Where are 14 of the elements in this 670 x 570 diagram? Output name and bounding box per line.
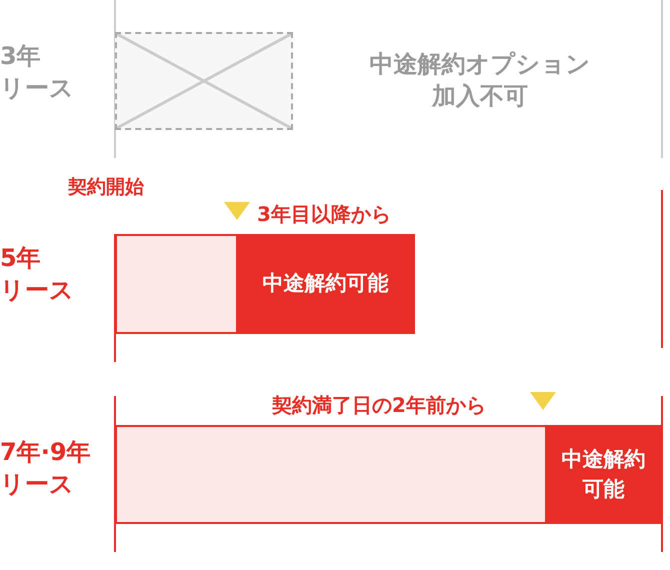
period-bar <box>236 234 415 334</box>
placeholder-box <box>115 32 293 130</box>
note-text: 中途解約オプション加入不可 <box>368 49 592 112</box>
period-bar <box>545 425 662 524</box>
bar-label: 中途解約可能 <box>560 446 646 502</box>
row-label: 5年リース <box>0 243 75 306</box>
annotation-text: 契約満了日の2年前から <box>272 392 486 419</box>
row-label: 7年·9年リース <box>0 437 92 500</box>
timeline-bar <box>115 234 236 334</box>
annotation-text: 契約開始 <box>68 175 144 200</box>
row-label: 3年リース <box>0 41 75 104</box>
annotation-text: 3年目以降から <box>257 201 391 228</box>
bar-label: 中途解約可能 <box>262 270 388 298</box>
timeline-bar <box>115 425 545 524</box>
